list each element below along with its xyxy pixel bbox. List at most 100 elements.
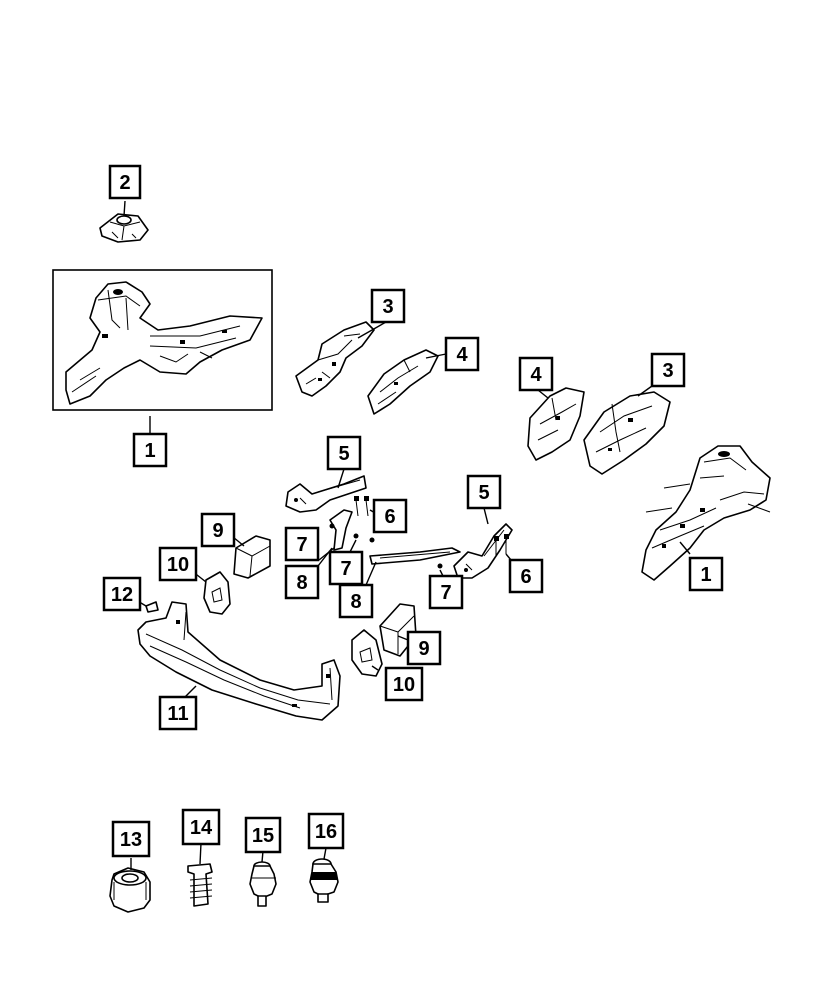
- callout-box: [102, 576, 142, 612]
- callout-box: [518, 356, 554, 392]
- callout-number: 6: [520, 566, 531, 588]
- callout-c2: 2: [108, 164, 142, 200]
- callout-number: 11: [167, 703, 188, 725]
- callout-box: [508, 558, 544, 594]
- callout-box: [181, 808, 221, 846]
- part-9-drawing-left: [233, 535, 271, 579]
- part-8-drawing-right: [369, 547, 461, 565]
- callout-number: 12: [111, 584, 133, 606]
- part-1-frame-box: [52, 269, 273, 411]
- callout-box: [284, 526, 320, 562]
- callout-number: 2: [119, 172, 130, 194]
- callout-c7a: 7: [284, 526, 320, 562]
- callout-number: 10: [393, 674, 415, 696]
- callout-c6b: 6: [508, 558, 544, 594]
- part-5-drawing-right: [453, 523, 513, 579]
- callout-box: [384, 666, 424, 702]
- part-7-drawing-fasteners: [329, 523, 443, 569]
- callout-number: 7: [440, 582, 451, 604]
- callout-c12: 12: [102, 576, 142, 612]
- callout-number: 3: [382, 296, 393, 318]
- callout-c8b: 8: [338, 583, 374, 619]
- callout-number: 9: [212, 520, 223, 542]
- part-3-drawing-right: [583, 391, 671, 475]
- callout-number: 7: [340, 558, 351, 580]
- part-10-drawing-left: [203, 571, 231, 615]
- callout-number: 4: [456, 344, 468, 366]
- callout-c1b: 1: [688, 556, 724, 592]
- part-6-drawing-left: [354, 496, 369, 517]
- leader-lines: [123, 200, 691, 870]
- part-3-drawing-left: [295, 321, 375, 397]
- callout-box: [650, 352, 686, 388]
- part-10-drawing-right: [351, 629, 383, 677]
- callout-box: [200, 512, 236, 548]
- callout-c14: 14: [181, 808, 221, 846]
- callout-box: [444, 336, 480, 372]
- callout-number: 8: [296, 572, 307, 594]
- callout-c6a: 6: [372, 498, 408, 534]
- callout-c10a: 10: [158, 546, 198, 582]
- callout-c15: 15: [244, 816, 282, 854]
- callout-c5a: 5: [326, 435, 362, 471]
- callout-box: [158, 695, 198, 731]
- callout-number: 1: [700, 564, 711, 586]
- callout-c10b: 10: [384, 666, 424, 702]
- callout-box: [372, 498, 408, 534]
- callout-c1a: 1: [132, 432, 168, 468]
- part-5-drawing-left: [285, 475, 367, 513]
- callout-number: 4: [530, 364, 542, 386]
- callout-box: [406, 630, 442, 666]
- callout-number: 7: [296, 534, 307, 556]
- callout-box: [108, 164, 142, 200]
- callout-c3b: 3: [650, 352, 686, 388]
- callout-number: 14: [190, 817, 213, 839]
- callout-box: [132, 432, 168, 468]
- callout-box: [466, 474, 502, 510]
- callout-box: [428, 574, 464, 610]
- part-1-drawing-left: [65, 281, 263, 405]
- callout-number: 1: [144, 440, 155, 462]
- callout-c7b: 7: [328, 550, 364, 586]
- part-4-drawing-right: [527, 387, 585, 461]
- callout-c11: 11: [158, 695, 198, 731]
- callout-c9b: 9: [406, 630, 442, 666]
- callout-box: [111, 820, 151, 858]
- part-11-drawing: [137, 601, 341, 721]
- part-16-drawing: [309, 858, 339, 903]
- callout-c4a: 4: [444, 336, 480, 372]
- callout-number: 5: [338, 443, 349, 465]
- callout-c3a: 3: [370, 288, 406, 324]
- callout-box: [338, 583, 374, 619]
- callout-box: [688, 556, 724, 592]
- callout-number: 6: [384, 506, 395, 528]
- callout-c4b: 4: [518, 356, 554, 392]
- callout-box: [158, 546, 198, 582]
- callout-number: 9: [418, 638, 429, 660]
- callout-box: [326, 435, 362, 471]
- part-6-drawing-right: [494, 534, 509, 556]
- part-14-drawing: [187, 863, 213, 907]
- callout-c8a: 8: [284, 564, 320, 600]
- callout-c16: 16: [307, 812, 345, 850]
- callout-number: 3: [662, 360, 673, 382]
- callout-c5b: 5: [466, 474, 502, 510]
- callout-box: [244, 816, 282, 854]
- part-2-drawing: [99, 213, 149, 243]
- callout-number: 8: [350, 591, 361, 613]
- callout-c7c: 7: [428, 574, 464, 610]
- callout-c9a: 9: [200, 512, 236, 548]
- callout-number: 13: [120, 829, 142, 851]
- callout-box: [307, 812, 345, 850]
- callout-number: 10: [167, 554, 189, 576]
- callout-number: 5: [478, 482, 489, 504]
- part-12-drawing: [145, 601, 159, 613]
- callout-number: 15: [252, 825, 274, 847]
- callout-c13: 13: [111, 820, 151, 858]
- part-13-drawing: [109, 867, 151, 913]
- callout-number: 16: [315, 821, 337, 843]
- part-4-drawing-left: [367, 349, 439, 415]
- part-15-drawing: [249, 861, 277, 907]
